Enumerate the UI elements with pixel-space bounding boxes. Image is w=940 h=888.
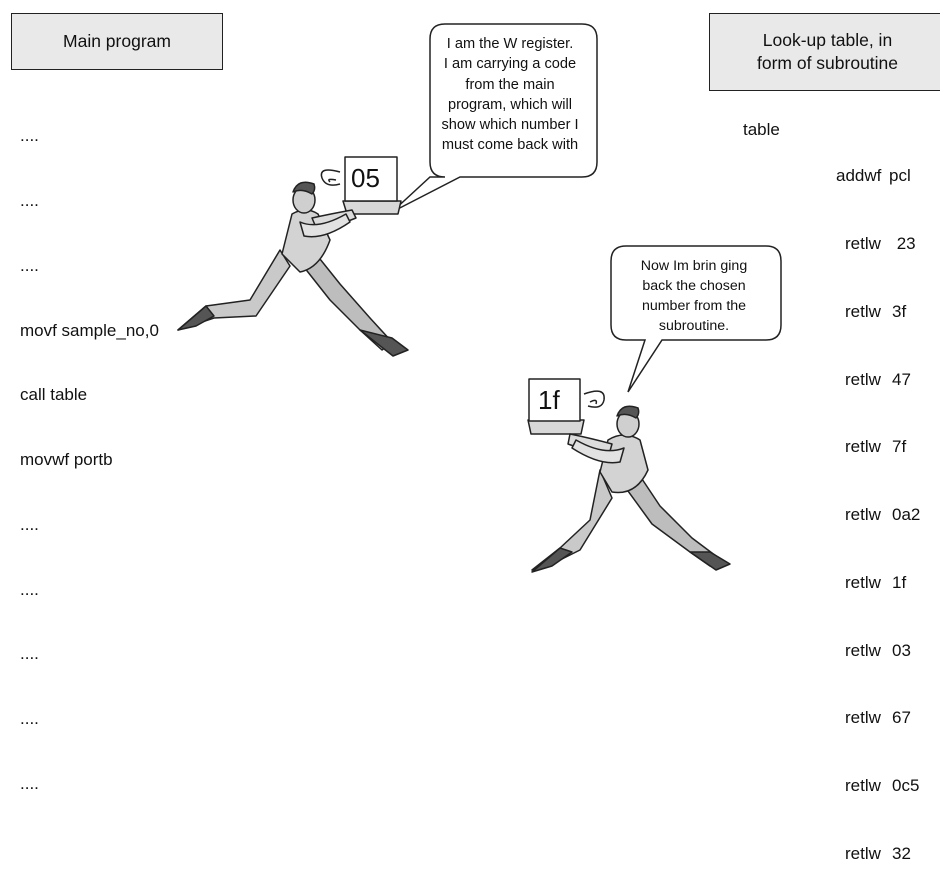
bubble-line: number from the (641, 298, 747, 314)
table-row: retlw 1f (845, 572, 920, 595)
code-line: call table (20, 385, 88, 405)
table-arg: 32 (892, 844, 911, 863)
lookup-table-code: addwf pcl retlw 23 retlw 3f retlw 47 retlw 7… (836, 120, 920, 888)
table-op: retlw (845, 640, 881, 660)
table-op: retlw (845, 505, 881, 525)
table-row: retlw 0a2 (845, 504, 920, 527)
table-arg: 3f (892, 301, 907, 321)
main-program-title: Main program (63, 31, 171, 51)
bubble-line: program, which will (447, 96, 573, 113)
table-arg: 23 (892, 233, 916, 253)
table-arg: 67 (892, 708, 911, 728)
code-line: .... (20, 709, 39, 729)
table-arg: 03 (892, 640, 911, 660)
table-op: retlw (845, 233, 881, 253)
table-op: retlw (845, 301, 881, 321)
speech-bubble-w-register (391, 23, 598, 213)
bubble-line: subroutine. (658, 318, 730, 334)
bubble-line: Now Im brin ging (640, 258, 748, 274)
lookup-table-title-line-1: Look-up table, in (762, 30, 893, 50)
sent-code-card: 05 (351, 163, 380, 193)
table-arg: pcl (889, 166, 911, 186)
code-line: .... (20, 579, 39, 599)
lookup-table-title-line-2: form of subroutine (756, 53, 899, 73)
main-program-code: .... .... .... movf sample_no,0 call tab… (20, 82, 159, 816)
table-op: retlw (845, 776, 881, 796)
table-arg: 7f (892, 437, 907, 457)
table-row: retlw 03 (845, 640, 920, 663)
runner-figure-2 (527, 378, 731, 573)
speech-bubble-return (610, 245, 782, 393)
table-row: retlw 47 (845, 369, 920, 392)
bubble-line: back the chosen (642, 278, 746, 294)
table-row: retlw 0c5 (845, 775, 920, 798)
runner-figure-1 (177, 156, 409, 357)
main-program-title-box: Main program (11, 13, 223, 70)
bubble-line: from the main (465, 76, 555, 93)
code-line: movwf portb (20, 450, 113, 470)
code-line: .... (20, 126, 39, 146)
diagram-artwork (177, 23, 782, 573)
lookup-table-label: table (743, 120, 780, 139)
lookup-table-title-box: Look-up table, in form of subroutine (709, 13, 940, 91)
returned-value-card: 1f (538, 385, 560, 415)
table-op: retlw (845, 369, 881, 389)
table-row: retlw 67 (845, 707, 920, 730)
table-op: retlw (845, 437, 881, 457)
code-line: .... (20, 190, 39, 210)
code-line: .... (20, 644, 39, 664)
table-row: retlw 7f (845, 436, 920, 459)
bubble-line: I am carrying a code (443, 56, 577, 73)
bubble-line: show which number I (441, 117, 579, 134)
table-op: addwf (836, 166, 882, 186)
w-register-bubble-text: I am the W register. I am carrying a cod… (430, 34, 590, 156)
code-line: movf sample_no,0 (20, 320, 159, 340)
table-op: retlw (845, 572, 881, 592)
table-arg: 0c5 (892, 776, 920, 796)
table-row: retlw 32 (845, 843, 920, 866)
table-arg: 1f (892, 572, 907, 592)
table-row: retlw 3f (845, 301, 920, 324)
table-op: retlw (845, 844, 881, 863)
table-arg: 47 (892, 369, 911, 389)
code-line: .... (20, 255, 39, 275)
table-row: addwf pcl (836, 165, 920, 188)
bubble-line: I am the W register. (446, 36, 574, 52)
table-arg: 0a2 (892, 505, 921, 525)
table-row: retlw 23 (845, 233, 920, 256)
bubble-line: must come back with (441, 137, 579, 154)
return-bubble-text: Now Im brin ging back the chosen number … (616, 256, 772, 336)
code-line: .... (20, 514, 39, 534)
table-op: retlw (845, 708, 881, 728)
code-line: .... (20, 774, 39, 793)
